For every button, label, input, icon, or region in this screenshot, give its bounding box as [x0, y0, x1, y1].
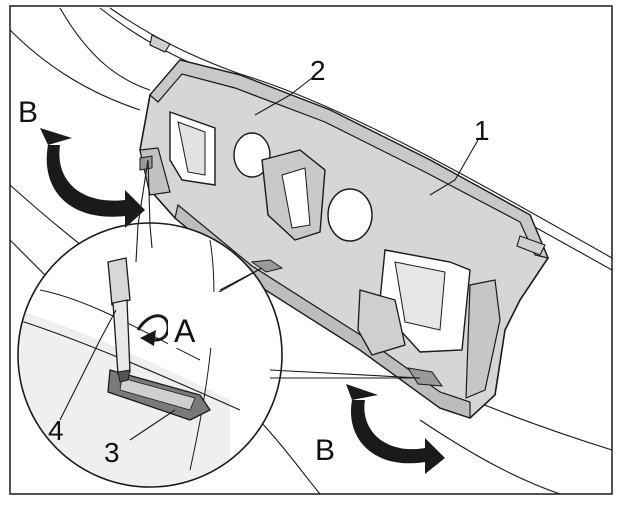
detail-rotate-arrowhead	[140, 330, 156, 346]
bracket-window-right-inner	[394, 261, 446, 331]
callout-4: 4	[48, 415, 64, 446]
arrow-b-top-shape	[46, 145, 145, 228]
arrow-b-bottom-head	[346, 384, 378, 400]
bracket-middle-tab-slot	[281, 167, 311, 229]
clip-left	[139, 155, 153, 171]
bracket-lower-ledge	[174, 203, 471, 419]
clip-right	[406, 367, 444, 387]
bracket-right-clip	[357, 289, 406, 356]
mount-tip-top-right	[516, 235, 546, 256]
callout-a: A	[174, 313, 196, 349]
detail-view-a	[17, 222, 283, 488]
screwdriver-tip	[117, 369, 131, 383]
arrow-b-bottom	[346, 384, 445, 474]
arrow-b-bottom-shape	[350, 400, 445, 474]
callout-3: 3	[104, 437, 120, 468]
callout-1: 1	[474, 115, 490, 146]
callout-b-bottom: B	[315, 434, 335, 467]
arrow-b-top	[40, 128, 145, 228]
bracket-right-rib	[465, 279, 501, 399]
screwdriver-handle	[107, 257, 131, 306]
bracket-window-left-inner	[177, 121, 206, 176]
bracket-top-rail	[149, 59, 550, 259]
bracket-hole-left	[233, 132, 271, 178]
bracket-hole-right	[327, 188, 373, 242]
callout-leaders	[59, 77, 479, 441]
detail-clip-3-slot	[119, 377, 196, 411]
callout-b-top: B	[18, 96, 38, 129]
detail-surface	[19, 310, 230, 486]
mount-tip-top-left	[149, 34, 171, 53]
clip-markers	[139, 155, 444, 387]
callout-a-box	[168, 292, 220, 348]
bracket-part	[139, 34, 550, 419]
callout-2: 2	[310, 55, 326, 86]
arrow-b-top-head	[40, 128, 72, 145]
